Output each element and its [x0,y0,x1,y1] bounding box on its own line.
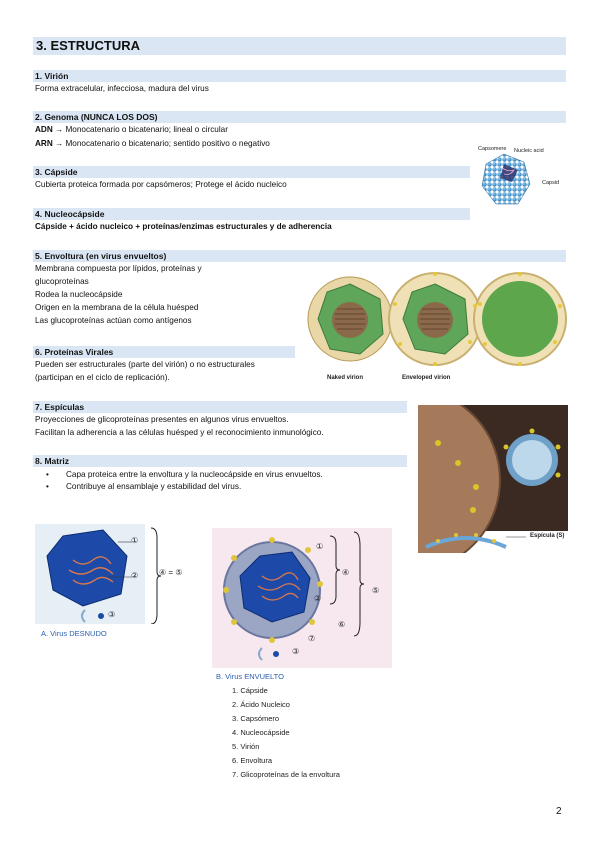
espiculas-line-1: Proyecciones de glicoproteínas presentes… [35,415,289,424]
marker-2: ② [131,571,139,580]
legend-item-3: 3. Capsómero [232,714,280,723]
section-heading-virion: 1. Virión [33,70,566,82]
marker-6: ⑥ [338,620,346,629]
section-heading-capside: 3. Cápside [33,166,470,178]
page-title: 3. ESTRUCTURA [33,37,566,55]
legend-item-4: 4. Nucleocápside [232,728,290,737]
marker-1: ① [131,536,139,545]
naked-virus-illustration [35,524,162,625]
virus-a-caption: A. Virus DESNUDO [41,629,107,638]
marker-5: ⑤ [372,586,380,595]
spike-figure: Espícula (S) [315,387,568,573]
legend-item-2: 2. Ácido Nucleico [232,700,290,709]
virion-comparison-illustration [307,272,567,366]
legend-item-5: 5. Virión [232,742,260,751]
section-heading-matriz: 8. Matriz [33,455,407,467]
marker-2: ② [314,594,322,603]
enveloped-virion-label: Enveloped virion [402,375,451,381]
page-number: 2 [556,806,562,817]
marker-4: ④ [342,568,350,577]
adn-label: ADN [35,125,53,134]
envelope-figure: Naked virion Enveloped virion [305,264,567,386]
section-heading-envoltura: 5. Envoltura (en virus envueltos) [33,250,566,262]
capsid-illustration [481,153,531,205]
marker-3: ③ [292,647,300,656]
spike-label: Espícula (S) [530,533,565,539]
section-heading-genoma: 2. Genoma (NUNCA LOS DOS) [33,111,566,123]
section-heading-espiculas: 7. Espículas [33,401,407,413]
marker-4-equals-5: ④ = ⑤ [159,568,183,577]
espiculas-line-2: Facilitan la adherencia a las células hu… [35,428,324,437]
capsid-figure: Capsomere Nucleic acid Capsid [472,142,564,217]
adn-text: → Monocatenario o bicatenario; lineal o … [52,125,228,134]
nucleic-acid-label: Nucleic acid [514,148,544,154]
proteinas-line-1: Pueden ser estructurales (parte del viri… [35,360,255,369]
marker-7: ⑦ [308,634,316,643]
list-item: Contribuye al ensamblaje y estabilidad d… [44,481,323,493]
marker-1: ① [316,542,324,551]
genoma-adn-line: ADN → Monocatenario o bicatenario; linea… [35,124,228,136]
envoltura-line-5: Las glucoproteínas actúan como antígenos [35,316,192,325]
virus-b-figure: ① ② ③ ④ ⑤ ⑥ ⑦ [212,528,392,668]
legend-item-6: 6. Envoltura [232,756,273,765]
virion-text: Forma extracelular, infecciosa, madura d… [35,84,209,93]
legend-item-1: 1. Cápside [232,686,268,695]
marker-3: ③ [108,610,116,619]
arn-label: ARN [35,139,53,148]
spike-illustration [315,387,568,573]
arn-text: → Monocatenario o bicatenario; sentido p… [52,139,270,148]
nucleocapside-text: Cápside + ácido nucleico + proteínas/enz… [35,222,332,231]
capsid-label: Capsid [542,180,560,186]
envoltura-line-2: glucoproteínas [35,277,89,286]
envoltura-line-4: Origen en la membrana de la célula huésp… [35,303,199,312]
proteinas-line-2: (participan en el ciclo de replicación). [35,373,170,382]
naked-virion-label: Naked virion [327,375,364,381]
matriz-list: Capa proteica entre la envoltura y la nu… [44,469,323,493]
genoma-arn-line: ARN → Monocatenario o bicatenario; senti… [35,138,270,150]
virus-b-caption: B. Virus ENVUELTO [216,672,284,681]
section-heading-nucleocapside: 4. Nucleocápside [33,208,470,220]
section-heading-proteinas: 6. Proteínas Virales [33,346,295,358]
envoltura-line-1: Membrana compuesta por lípidos, proteína… [35,264,202,273]
capside-text: Cubierta proteica formada por capsómeros… [35,180,287,189]
legend-item-7: 7. Glicoproteínas de la envoltura [232,770,340,779]
envoltura-line-3: Rodea la nucleocápside [35,290,123,299]
enveloped-virus-illustration [212,528,392,668]
virus-a-figure: ① ② ③ ④ = ⑤ A. Virus DESNUDO [33,524,203,646]
capsomere-label: Capsomere [478,146,507,152]
list-item: Capa proteica entre la envoltura y la nu… [44,469,323,481]
